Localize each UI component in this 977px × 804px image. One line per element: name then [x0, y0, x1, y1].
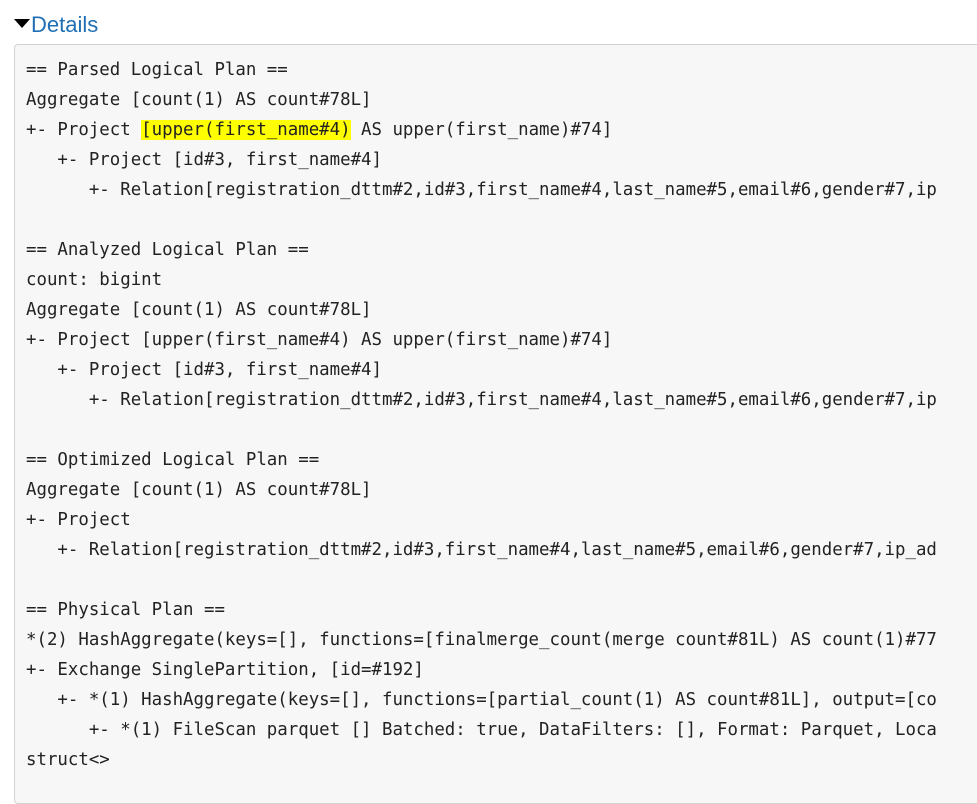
plan-line: *(2) HashAggregate(keys=[], functions=[f…	[26, 630, 937, 650]
highlighted-expression: [upper(first_name#4)	[141, 120, 351, 140]
plan-line: +- Relation[registration_dttm#2,id#3,fir…	[26, 390, 937, 410]
plan-line: +- Project [id#3, first_name#4]	[26, 150, 382, 170]
plan-line: struct<>	[26, 750, 110, 770]
caret-down-icon	[14, 18, 30, 28]
plan-line: +- Project	[26, 510, 131, 530]
plan-line	[26, 205, 937, 235]
plan-line: +- Relation[registration_dttm#2,id#3,fir…	[26, 540, 937, 560]
plan-line: +- Relation[registration_dttm#2,id#3,fir…	[26, 180, 937, 200]
plan-line: +- Exchange SinglePartition, [id=#192]	[26, 660, 424, 680]
plan-line: +- Project [upper(first_name#4) AS upper…	[26, 330, 613, 350]
plan-line	[26, 415, 937, 445]
plan-line: +- *(1) FileScan parquet [] Batched: tru…	[26, 720, 937, 740]
plan-line: Aggregate [count(1) AS count#78L]	[26, 90, 372, 110]
plan-line: count: bigint	[26, 270, 163, 290]
details-label: Details	[31, 12, 99, 37]
query-plan-text: == Parsed Logical Plan == Aggregate [coun…	[26, 55, 937, 775]
plan-line-highlighted: +- Project [upper(first_name#4) AS upper…	[26, 120, 613, 140]
plan-line: Aggregate [count(1) AS count#78L]	[26, 480, 372, 500]
plan-line: +- Project [id#3, first_name#4]	[26, 360, 382, 380]
plan-line: Aggregate [count(1) AS count#78L]	[26, 300, 372, 320]
plan-line: == Optimized Logical Plan ==	[26, 450, 320, 470]
plan-line	[26, 565, 937, 595]
plan-line: == Physical Plan ==	[26, 600, 225, 620]
plan-line: == Parsed Logical Plan ==	[26, 60, 288, 80]
query-plan-panel: == Parsed Logical Plan == Aggregate [coun…	[14, 44, 977, 804]
details-toggle[interactable]: Details	[14, 8, 98, 42]
plan-line: +- *(1) HashAggregate(keys=[], functions…	[26, 690, 937, 710]
plan-line: == Analyzed Logical Plan ==	[26, 240, 309, 260]
